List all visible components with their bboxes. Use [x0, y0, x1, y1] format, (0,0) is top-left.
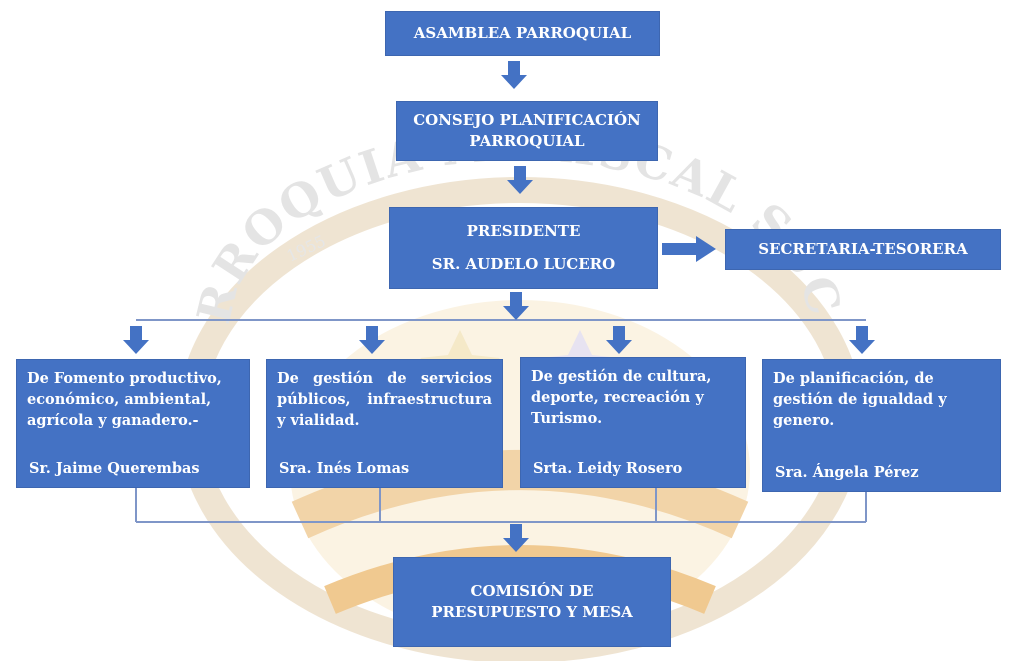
budget-commission-box: COMISIÓN DE PRESUPUESTO Y MESA [393, 557, 671, 647]
commission-1-person: Sr. Jaime Querembas [29, 460, 200, 477]
budget-commission-label: COMISIÓN DE PRESUPUESTO Y MESA [431, 582, 633, 621]
assembly-box: ASAMBLEA PARROQUIAL [385, 11, 660, 56]
president-title: PRESIDENTE [466, 221, 581, 240]
arrow-president-down [503, 292, 529, 320]
arrow-to-commission-3 [606, 326, 632, 354]
arrow-assembly-to-council [501, 61, 527, 89]
arrow-to-budget-commission [503, 524, 529, 552]
council-label: CONSEJO PLANIFICACIÓN PARROQUIAL [413, 111, 641, 150]
commission-1-description: De Fomento productivo, económico, ambien… [27, 370, 222, 429]
commission-4-person: Sra. Ángela Pérez [775, 464, 919, 481]
commission-box-1: De Fomento productivo, económico, ambien… [16, 359, 250, 488]
commission-2-person: Sra. Inés Lomas [279, 460, 410, 477]
commission-box-3: De gestión de cultura, deporte, recreaci… [520, 357, 746, 488]
arrow-to-commission-4 [849, 326, 875, 354]
assembly-label: ASAMBLEA PARROQUIAL [413, 24, 632, 42]
president-name: SR. AUDELO LUCERO [431, 255, 616, 274]
president-box: PRESIDENTE SR. AUDELO LUCERO [389, 207, 658, 289]
arrow-president-to-secretary [662, 236, 716, 262]
commission-3-description: De gestión de cultura, deporte, recreaci… [531, 368, 712, 427]
commission-3-person: Srta. Leidy Rosero [533, 460, 683, 477]
commission-box-2: De gestión de servicios públicos, infrae… [266, 359, 503, 488]
secretary-box: SECRETARIA-TESORERA [725, 229, 1001, 270]
commission-4-description: De planificación, de gestión de igualdad… [773, 370, 947, 429]
council-box: CONSEJO PLANIFICACIÓN PARROQUIAL [396, 101, 658, 161]
commission-2-description: De gestión de servicios públicos, infrae… [277, 370, 492, 429]
commission-box-4: De planificación, de gestión de igualdad… [762, 359, 1001, 492]
arrow-to-commission-2 [359, 326, 385, 354]
arrow-council-to-president [507, 166, 533, 194]
arrow-to-commission-1 [123, 326, 149, 354]
secretary-label: SECRETARIA-TESORERA [758, 240, 968, 258]
